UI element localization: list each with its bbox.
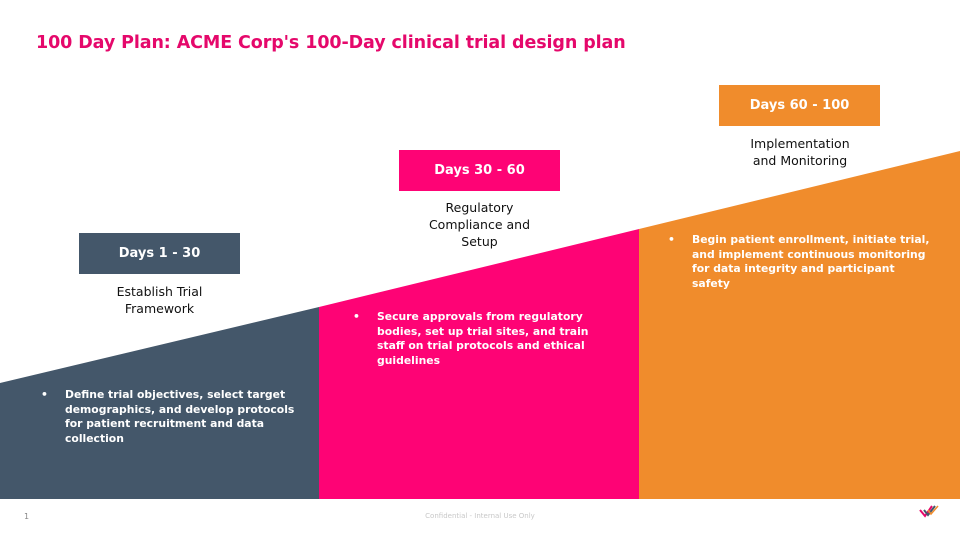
phase-3-description: Begin patient enrollment, initiate trial… [692,233,930,290]
phase-2-ramp-segment [319,229,639,499]
phase-2-description: Secure approvals from regulatory bodies,… [377,310,589,367]
phase-1-description-list: • Define trial objectives, select target … [41,388,297,446]
phase-1-title: Establish Trial Framework [116,284,203,316]
phase-3-description-item: • Begin patient enrollment, initiate tria… [668,233,934,291]
phase-2-title: Regulatory Compliance and Setup [428,200,531,249]
bullet-icon: • [668,233,675,246]
checkmark-logo-icon [919,505,939,518]
phase-2-description-list: • Secure approvals from regulatory bodies… [353,310,609,368]
phase-1-description-item: • Define trial objectives, select target … [41,388,297,446]
phase-3-description-list: • Begin patient enrollment, initiate tria… [668,233,934,291]
confidential-notice: Confidential - Internal Use Only [425,512,535,520]
phase-3-days-badge: Days 60 - 100 [719,85,880,126]
page-number: 1 [24,512,30,521]
phase-2-description-item: • Secure approvals from regulatory bodies… [353,310,609,368]
phase-1-description: Define trial objectives, select target d… [65,388,295,445]
phase-2-days-badge: Days 30 - 60 [399,150,560,191]
phase-3-title: Implementation and Monitoring [750,136,850,168]
phase-1-days-badge: Days 1 - 30 [79,233,240,274]
bullet-icon: • [353,310,360,323]
slide-title: 100 Day Plan: ACME Corp's 100-Day clinic… [36,33,626,53]
phase-3-ramp-segment [639,151,960,499]
phase-1-ramp-segment [0,307,319,499]
bullet-icon: • [41,388,48,401]
